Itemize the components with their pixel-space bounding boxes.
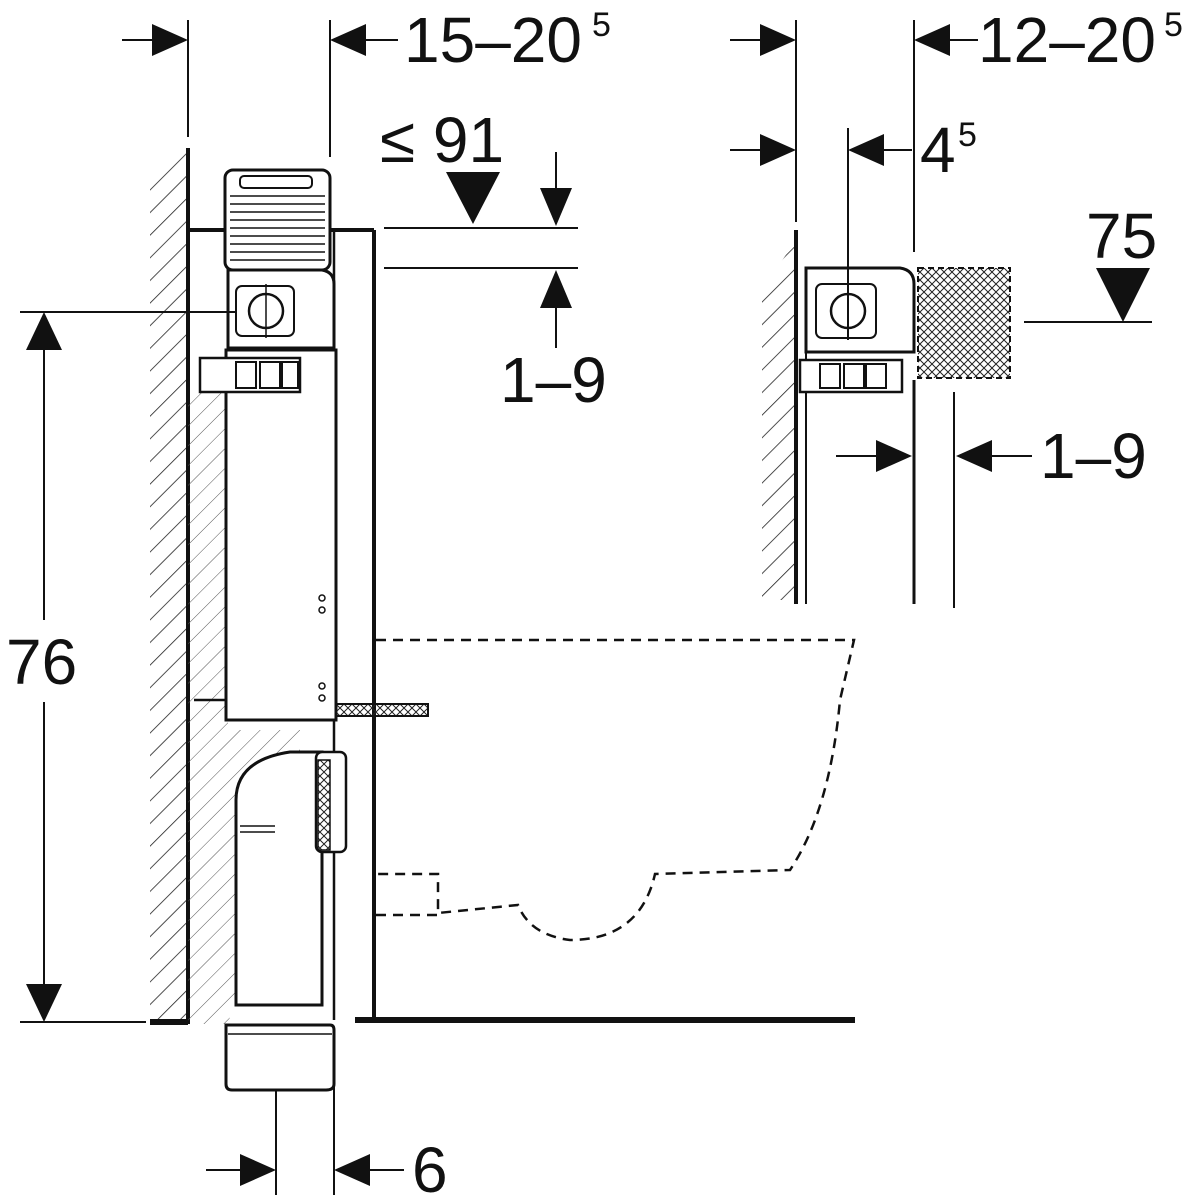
dim-adjust-right: 1–9 (836, 420, 1147, 492)
dim-side-height-text: 75 (1086, 200, 1157, 272)
dim-max-height-text: ≤ 91 (380, 104, 504, 176)
dim-inner-offset-sup: 5 (958, 116, 977, 154)
right-wall (762, 230, 955, 608)
dim-adjust-left-text: 1–9 (500, 344, 607, 416)
dim-bottom-text: 6 (412, 1134, 448, 1200)
flush-pipe (234, 750, 348, 1007)
dim-max-height: ≤ 91 1–9 (380, 104, 607, 416)
cistern (194, 268, 338, 722)
right-cistern (798, 266, 1011, 394)
dim-side-height: 75 (1024, 200, 1157, 323)
dim-top-right: 12–20 5 (730, 4, 1183, 252)
actuator-plate (223, 168, 332, 272)
dim-top-left-text: 15–20 (404, 4, 582, 76)
connector-outlet (224, 1023, 336, 1092)
dim-top-right-text: 12–20 (978, 4, 1156, 76)
dim-top-right-sup: 5 (1164, 6, 1183, 44)
dim-top-left-sup: 5 (592, 6, 611, 44)
dim-inner-offset-text: 4 (920, 114, 956, 186)
dim-total-height-text: 76 (6, 626, 77, 698)
dim-total-height: 76 (6, 311, 236, 1023)
fixing-bolt (335, 703, 429, 717)
wc-bowl-outline (376, 638, 856, 942)
dim-adjust-right-text: 1–9 (1040, 420, 1147, 492)
dim-bottom: 6 (206, 1040, 448, 1200)
dim-inner-offset: 4 5 (730, 114, 977, 340)
dim-top-left: 15–20 5 (122, 4, 611, 157)
